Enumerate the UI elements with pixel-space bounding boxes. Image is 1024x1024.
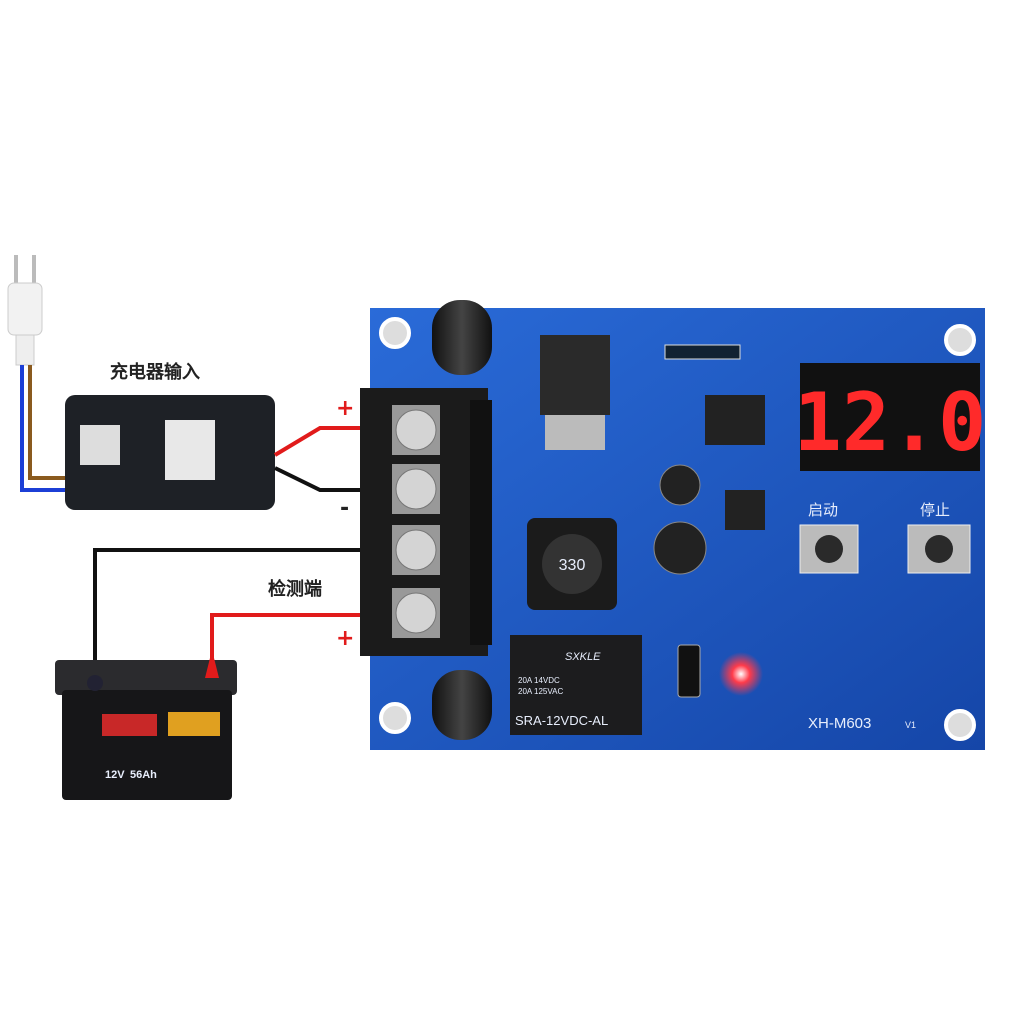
screw-terminal-battery-positive[interactable] xyxy=(392,588,440,638)
relay-model: SRA-12VDC-AL xyxy=(515,713,608,728)
plus-sign-top: + xyxy=(336,396,354,421)
capacitor xyxy=(659,464,701,506)
mounting-hole xyxy=(944,709,976,741)
plus-sign-bottom: + xyxy=(336,626,354,651)
capacitor xyxy=(432,670,492,740)
diode xyxy=(677,644,701,698)
relay-rating-dc: 20A 14VDC xyxy=(518,676,560,685)
status-led xyxy=(719,652,763,696)
led-display xyxy=(800,363,980,471)
board-model: XH-M603 xyxy=(808,715,871,732)
mounting-hole xyxy=(379,702,411,734)
relay-brand: SXKLE xyxy=(565,651,601,663)
voltage-regulator xyxy=(540,335,610,415)
screw-terminal-battery-negative[interactable] xyxy=(392,525,440,575)
battery-wire-black xyxy=(93,548,395,680)
stop-button-label: 停止 xyxy=(920,502,950,519)
mains-wire-brown xyxy=(28,365,68,480)
screw-terminal-charger-positive[interactable] xyxy=(392,405,440,455)
ic-chip xyxy=(705,395,765,445)
mounting-hole xyxy=(379,317,411,349)
display-value: 12.0 xyxy=(794,376,987,469)
battery: 12V 56Ah xyxy=(55,650,237,800)
pin-header xyxy=(664,344,741,360)
stop-button[interactable] xyxy=(907,524,971,574)
battery-voltage: 12V xyxy=(105,769,125,781)
transistor xyxy=(725,490,765,530)
inductor-marking: 330 xyxy=(559,557,586,574)
capacitor xyxy=(653,521,707,575)
relay-rating-ac: 20A 125VAC xyxy=(518,687,563,696)
battery-positive-terminal xyxy=(205,650,219,678)
battery-wire-red xyxy=(210,613,395,660)
charger-input-label: 充电器输入 xyxy=(110,361,200,383)
screw-terminal-charger-negative[interactable] xyxy=(392,464,440,514)
start-button[interactable] xyxy=(799,524,859,574)
power-plug xyxy=(7,255,43,366)
mains-wire-blue xyxy=(20,365,68,492)
charger xyxy=(65,395,275,510)
board-version: V1 xyxy=(905,720,916,730)
relay xyxy=(510,635,642,735)
start-button-label: 启动 xyxy=(808,502,838,519)
mounting-hole xyxy=(944,324,976,356)
terminal-block xyxy=(360,388,492,656)
battery-capacity: 56Ah xyxy=(130,769,157,781)
capacitor xyxy=(432,300,492,375)
detection-end-label: 检测端 xyxy=(268,578,322,600)
battery-negative-terminal xyxy=(87,675,103,691)
minus-sign: - xyxy=(340,496,349,521)
